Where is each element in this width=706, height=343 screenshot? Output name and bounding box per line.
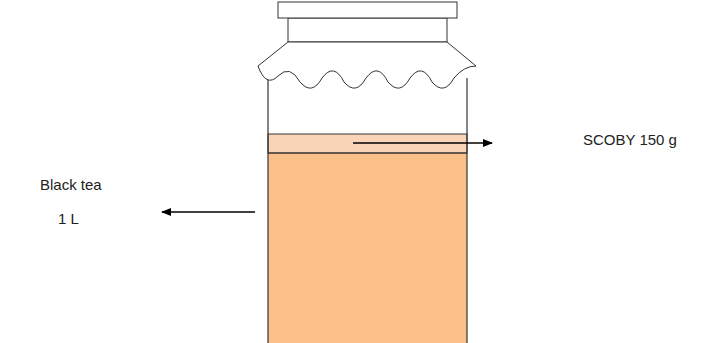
callout-label: 1 L [58, 210, 79, 228]
jar-lid [278, 2, 457, 18]
callout-label: SCOBY 150 g [583, 131, 677, 149]
cloth-cover [258, 42, 476, 88]
leader-arrow [353, 142, 492, 144]
jar-wall [466, 78, 467, 343]
tea-liquid [268, 153, 467, 343]
jar-neck [288, 18, 447, 42]
jar-wall [267, 78, 268, 343]
leader-arrow [162, 211, 255, 213]
callout-label: Black tea [40, 176, 102, 194]
